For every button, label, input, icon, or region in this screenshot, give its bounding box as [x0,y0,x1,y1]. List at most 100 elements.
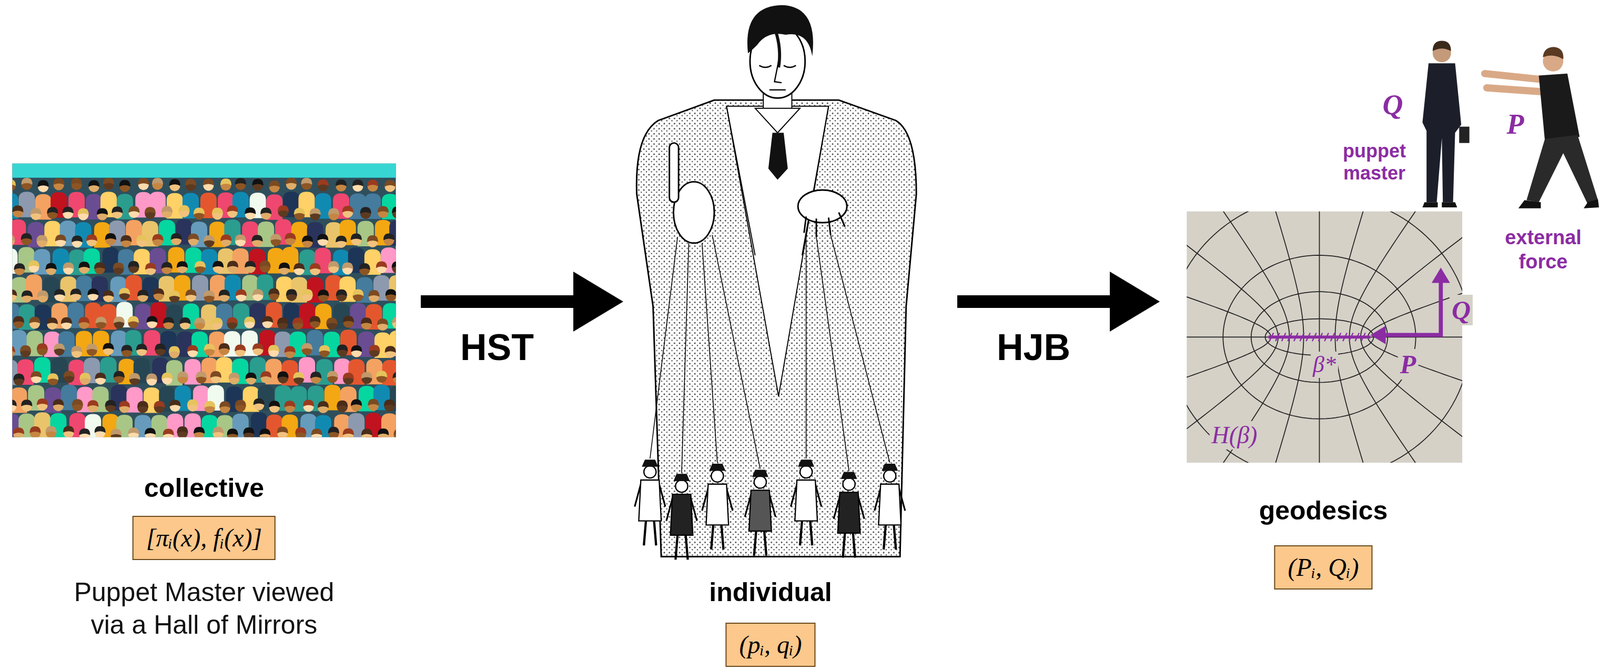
coordinate-line [1349,211,1463,338]
crowd-person [204,400,216,408]
crowd-person [21,177,33,185]
crowd-person [107,428,125,438]
crowd-person [47,372,59,380]
crowd-person [195,371,207,379]
hatch-mark [1312,332,1317,342]
puppet-string [650,236,678,459]
crowd-person [259,428,271,435]
crowd-person [19,345,32,352]
marionette-figure [794,479,818,521]
marionette-figure [643,465,656,478]
hatch-mark [1324,332,1329,342]
crowd-person [301,342,313,350]
crowd-person [377,318,389,326]
coordinate-line [1186,211,1279,338]
crowd-person [235,399,247,407]
formula-box: (pᵢ, qᵢ) [725,622,816,667]
plot-symbol: Q [1449,294,1473,326]
crowd-person [121,344,133,352]
crowd-person [174,426,191,437]
crowd-person [153,288,165,296]
coordinate-line [1186,211,1463,463]
hatch-mark [1281,332,1286,342]
crowd-person [113,370,125,378]
crowd-person [137,289,149,297]
crowd-person [28,260,40,268]
crowd-picture [12,163,396,437]
crowd-person [168,290,180,298]
marionette-figure [841,471,858,479]
force-arrow [1381,332,1442,338]
crowd-person [103,177,115,185]
crowd-person [259,260,271,268]
crowd-person [260,207,272,215]
crowd-person [235,177,247,185]
puppet-string [702,242,718,463]
crowd-person [278,262,290,270]
pushing-man-picture [1542,46,1564,59]
marionette-figure [800,465,813,478]
crowd-person [187,233,199,241]
crowd-person [209,426,227,438]
crowd-person [145,262,157,270]
puppet-master-drawing [768,132,788,180]
coordinate-line [1319,211,1321,338]
coordinate-line [1186,336,1269,338]
hatch-mark [1287,332,1292,342]
crowd-person [359,262,371,270]
crowd-person [391,316,397,324]
crowd-person [325,426,342,438]
crowd-person [292,317,304,324]
crowd-person [244,260,256,268]
crowd-person [210,370,222,378]
crowd-person [284,400,296,408]
crowd-person [52,398,64,406]
crowd-person [95,316,107,324]
crowd-person [335,179,347,187]
marionette-figure [709,463,726,471]
puppet-string [830,234,890,463]
crowd-person [45,426,57,433]
crowd-person [12,205,24,212]
crowd-person [260,370,272,378]
crowd-person [352,288,364,296]
crowd-person [336,289,348,297]
plot-symbol: H(β) [1209,420,1260,450]
puppet-master-drawing [769,89,786,91]
crowd-person [21,399,33,407]
crowd-person [317,400,329,408]
crowd-person [37,290,49,298]
crowd-person [311,428,323,435]
crowd-person [292,427,309,438]
crowd-person [336,344,348,352]
crowd-person [45,262,57,270]
crowd-person [352,179,364,187]
crowd-person [12,177,396,437]
puppet-string [816,236,849,471]
hatch-mark [1305,332,1311,342]
crowd-person [102,289,114,297]
marionette-figure [833,471,865,558]
crowd-person [302,399,315,407]
crowd-person [62,206,74,214]
crowd-person [385,288,397,296]
crowd-person [12,179,16,187]
crowd-picture [12,163,396,437]
pushing-man-picture [1538,73,1581,141]
crowd-person [220,234,232,241]
crowd-person [268,288,280,296]
arrow-shaft [420,295,574,308]
marionette-figure [837,491,861,533]
puppet-master-drawing [726,106,829,397]
crowd-person [120,235,132,242]
crowd-person [193,426,205,434]
walking-man-picture [1459,126,1470,144]
panel-heading: collective [144,472,265,503]
crowd-person [87,288,99,296]
marionette-figure [702,463,733,550]
coordinate-line [1186,336,1271,463]
marionette-figure [675,479,688,492]
crowd-person [105,399,117,407]
crowd-person [350,233,362,240]
edge-label: HJB [996,326,1071,369]
